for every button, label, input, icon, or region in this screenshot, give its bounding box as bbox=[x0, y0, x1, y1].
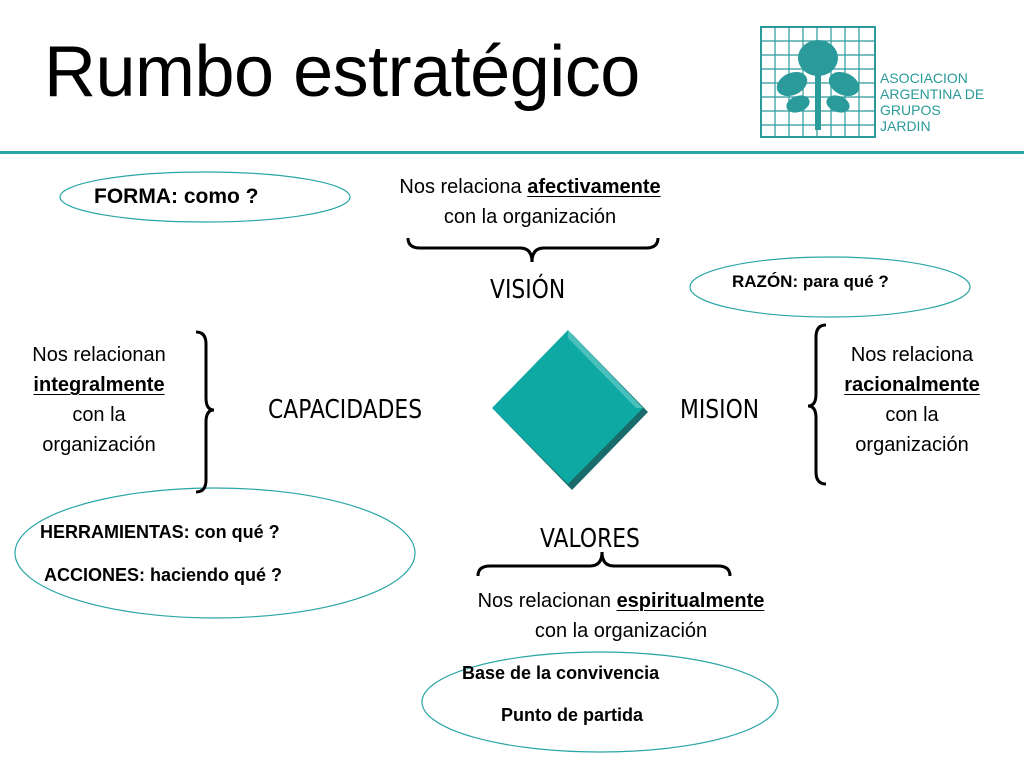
razon-label: RAZÓN: para qué ? bbox=[732, 272, 889, 291]
herramientas-oval bbox=[14, 487, 416, 619]
valores-note-emphasis: espiritualmente bbox=[616, 590, 765, 612]
forma-label: FORMA: como ? bbox=[94, 185, 259, 208]
vision-note-prefix: Nos relaciona bbox=[399, 176, 528, 198]
vision-note: Nos relaciona afectivamente con la organ… bbox=[360, 172, 700, 232]
valores-note: Nos relacionan espiritualmente con la or… bbox=[416, 586, 826, 646]
concept-valores: VALORES bbox=[540, 524, 640, 554]
acciones-label: ACCIONES: haciendo qué ? bbox=[44, 565, 283, 585]
diamond bbox=[492, 330, 643, 484]
tree-icon bbox=[760, 26, 876, 138]
organization-name: ASOCIACION ARGENTINA DE GRUPOS JARDIN bbox=[880, 70, 984, 134]
diamond-highlight bbox=[568, 330, 643, 408]
capacidades-note-emphasis: integralmente bbox=[33, 374, 165, 396]
capacidades-note-line1: Nos relacionan bbox=[32, 344, 166, 366]
concept-mision: MISION bbox=[680, 395, 760, 425]
mision-note-line4: organización bbox=[855, 434, 969, 456]
org-name-line: ASOCIACION bbox=[880, 70, 968, 86]
concept-vision: VISIÓN bbox=[490, 275, 566, 305]
valores-brace bbox=[476, 551, 732, 577]
herramientas-label: HERRAMIENTAS: con qué ? bbox=[40, 522, 280, 542]
vision-note-emphasis: afectivamente bbox=[527, 176, 661, 198]
punto-label: Punto de partida bbox=[501, 705, 644, 725]
base-label: Base de la convivencia bbox=[462, 663, 660, 683]
page-title: Rumbo estratégico bbox=[44, 32, 640, 112]
valores-note-prefix: Nos relacionan bbox=[477, 590, 617, 612]
capacidades-note-line4: organización bbox=[42, 434, 156, 456]
org-name-line: JARDIN bbox=[880, 118, 931, 134]
capacidades-brace bbox=[195, 330, 215, 494]
vision-note-line2: con la organización bbox=[443, 206, 617, 228]
diamond-shadow bbox=[496, 334, 648, 490]
mision-note-line1: Nos relaciona bbox=[850, 344, 974, 366]
vision-brace bbox=[406, 237, 660, 263]
capacidades-note-line3: con la bbox=[72, 404, 126, 426]
org-name-line: GRUPOS bbox=[880, 102, 941, 118]
valores-note-line2: con la organización bbox=[534, 620, 708, 642]
title-underline bbox=[0, 151, 1024, 154]
mision-note: Nos relaciona racionalmente con la organ… bbox=[814, 340, 1010, 460]
capacidades-note: Nos relacionan integralmente con la orga… bbox=[0, 340, 198, 460]
mision-note-emphasis: racionalmente bbox=[844, 374, 980, 396]
mision-note-line3: con la bbox=[885, 404, 939, 426]
org-name-line: ARGENTINA DE bbox=[880, 86, 985, 102]
concept-capacidades: CAPACIDADES bbox=[268, 395, 423, 425]
